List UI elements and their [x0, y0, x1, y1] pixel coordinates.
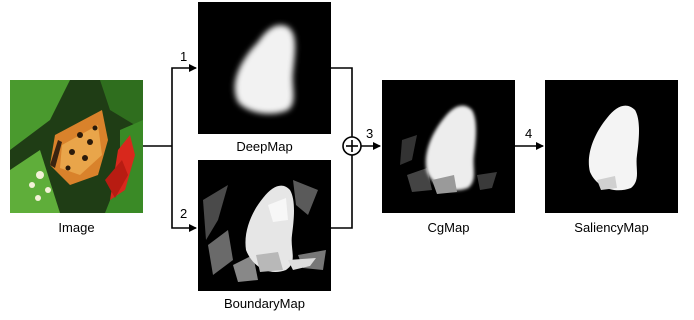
- boundarymap-to-fuse-line: [331, 155, 353, 229]
- deepmap-label: DeepMap: [236, 139, 293, 154]
- step-number-2: 2: [180, 206, 188, 221]
- step-number-4: 4: [525, 126, 533, 141]
- cgmap-label: CgMap: [427, 220, 470, 235]
- step-number-1: 1: [180, 49, 188, 64]
- arrow-to-boundarymap: [171, 146, 197, 232]
- combined-saliency-map-icon: [382, 80, 515, 213]
- arrow-to-deepmap: [171, 64, 197, 146]
- segmented-region-map-icon: [198, 160, 331, 291]
- step-number-3: 3: [366, 126, 374, 141]
- fusion-plus-icon: [342, 136, 362, 156]
- image-label: Image: [58, 220, 95, 235]
- deepmap-to-fuse-line: [331, 67, 353, 137]
- saliency-blob-map-icon: [198, 2, 331, 134]
- boundarymap-label: BoundaryMap: [224, 296, 305, 311]
- saliencymap-label: SaliencyMap: [574, 220, 649, 235]
- butterfly-photo-icon: [10, 80, 143, 213]
- final-saliency-map-icon: [545, 80, 678, 213]
